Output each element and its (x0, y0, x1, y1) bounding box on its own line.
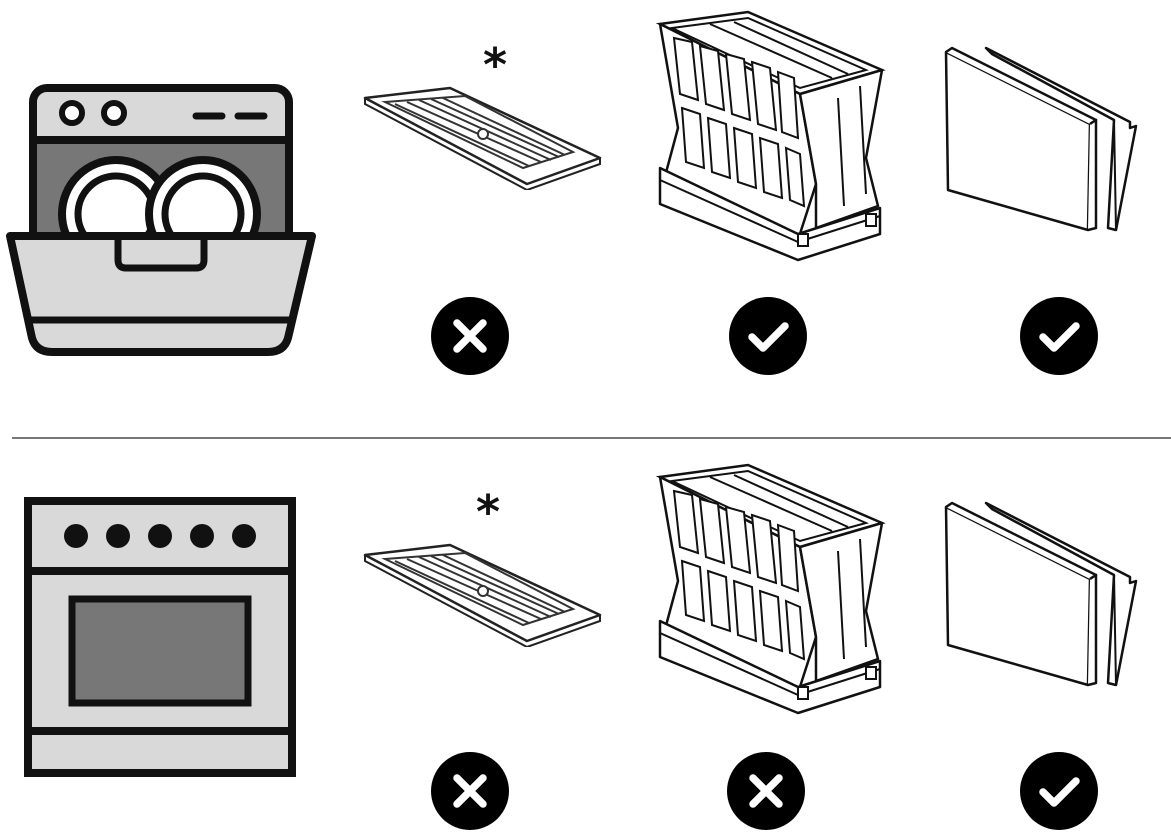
note-asterisk: * (483, 38, 508, 92)
check-circle-icon (729, 297, 807, 375)
check-circle-icon (1020, 752, 1098, 830)
cross-circle-icon (431, 752, 509, 830)
cross-circle-icon (431, 297, 509, 375)
section-divider (12, 437, 1171, 439)
row-oven: * (0, 417, 1171, 834)
filter-panels-part (944, 501, 1138, 687)
note-asterisk: * (476, 485, 501, 539)
grease-grid-part (363, 543, 602, 647)
cross-circle-icon (727, 752, 805, 830)
dishwasher-icon (6, 84, 316, 356)
check-circle-icon (1020, 297, 1098, 375)
row-dishwasher: * (6, 10, 1138, 375)
grease-grid-part (363, 86, 602, 190)
oven-icon (24, 497, 296, 777)
filter-panels-part (944, 46, 1138, 232)
filter-frame-part (655, 463, 886, 715)
filter-frame-part (655, 10, 886, 262)
